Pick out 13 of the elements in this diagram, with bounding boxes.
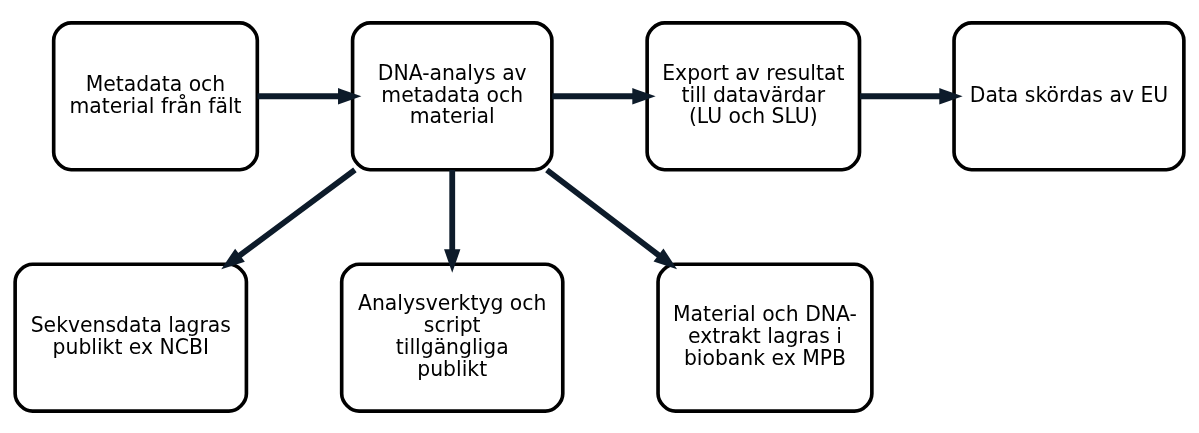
node-box: Export av resultat till datavärdar (LU och SLU) <box>645 20 862 172</box>
node-box: Analysverktyg och script tillgängliga publikt <box>339 261 565 413</box>
arrow <box>552 87 656 104</box>
node-box: Material och DNA-extrakt lagras i biobank ex MPB <box>656 261 874 413</box>
arrow <box>257 87 362 104</box>
node-box: Sekvensdata lagras publikt ex NCBI <box>13 261 249 413</box>
arrow <box>444 169 461 273</box>
arrow <box>859 87 963 104</box>
arrow <box>545 167 678 269</box>
node-box: Metadata och material från fält <box>51 20 260 172</box>
node-box: Data skördas av EU <box>952 20 1186 172</box>
node-box: DNA-analys av metadata och material <box>350 20 554 172</box>
arrow <box>221 167 357 269</box>
